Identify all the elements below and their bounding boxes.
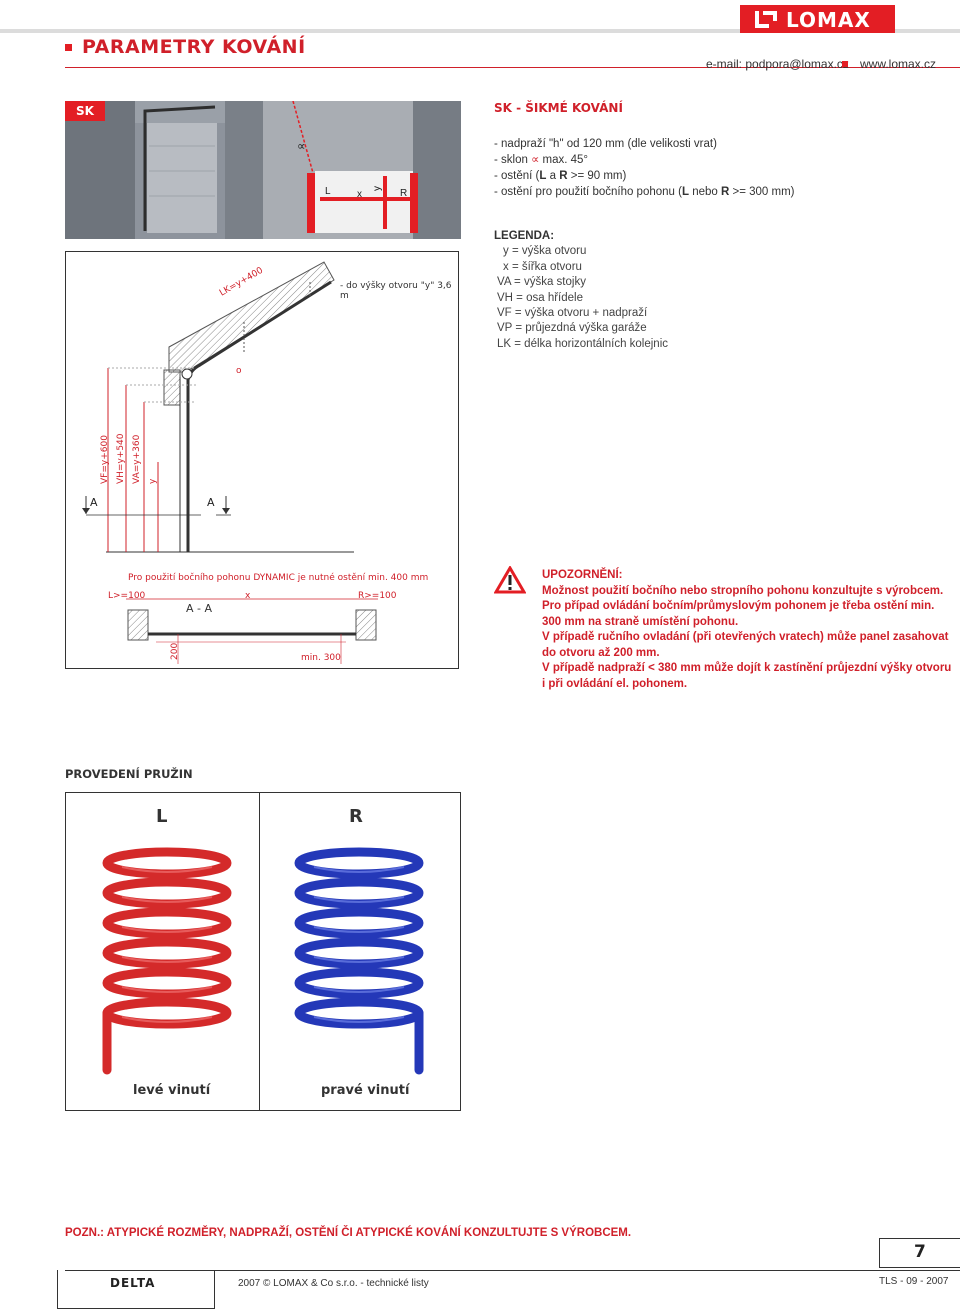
param-line: - sklon ∝ max. 45° xyxy=(494,154,589,166)
warning-line: V případě ručního ovladání (při otevřený… xyxy=(542,631,949,643)
legend-item: x = šířka otvoru xyxy=(503,260,582,273)
warning-line: do otvoru až 200 mm. xyxy=(542,646,660,659)
left-letter: L xyxy=(156,806,168,827)
left-caption: levé vinutí xyxy=(133,1083,211,1098)
legend-item: LK = délka horizontálních kolejnic xyxy=(497,337,669,350)
r-min-label: R>=100 xyxy=(358,591,397,601)
page-number: 7 xyxy=(914,1242,926,1262)
legend-item: VF = výška otvoru + nadpraží xyxy=(497,307,648,320)
legend-item: VH = osa hřídele xyxy=(497,291,583,304)
logo: LOMAX xyxy=(740,5,895,33)
copyright: 2007 © LOMAX & Co s.r.o. - technické lis… xyxy=(238,1278,429,1289)
footer-note: POZN.: ATYPICKÉ ROZMĚRY, NADPRAŽÍ, OSTĚN… xyxy=(65,1227,632,1239)
brand-name: DELTA xyxy=(110,1276,156,1290)
x-label: x xyxy=(245,591,251,601)
brand-box: DELTA xyxy=(57,1270,215,1309)
page-number-box: 7 xyxy=(879,1238,960,1268)
photo-label-r: R xyxy=(400,188,408,199)
logo-text: LOMAX xyxy=(786,8,871,32)
small-o-label: o xyxy=(236,366,242,376)
dim-200-label: 200 xyxy=(170,642,180,660)
section-badge: SK xyxy=(65,101,105,121)
vf-label: VF=y+600 xyxy=(100,435,110,484)
warning-line: i při ovládání el. pohonem. xyxy=(542,677,688,690)
warning-line: Pro případ ovládání bočním/průmyslovým p… xyxy=(542,600,935,612)
a-left-label: A xyxy=(90,496,98,509)
door-photo: SK ∝ L x y R xyxy=(65,101,461,239)
param-line: - nadpraží "h" od 120 mm (dle velikosti … xyxy=(494,138,717,150)
warning-title: UPOZORNĚNÍ: xyxy=(542,569,623,581)
section-a-a-label: A - A xyxy=(186,602,213,615)
right-caption: pravé vinutí xyxy=(321,1083,410,1098)
legend: LEGENDA: y = výška otvoru x = šířka otvo… xyxy=(494,229,668,352)
photo-label-y: y xyxy=(372,186,383,191)
warning-block: UPOZORNĚNÍ: Možnost použití bočního nebo… xyxy=(542,568,951,692)
section-title: SK - ŠIKMÉ KOVÁNÍ xyxy=(494,101,623,115)
warning-line: V případě nadpraží < 380 mm může dojít k… xyxy=(542,662,952,674)
photo-label-x: x xyxy=(357,189,362,200)
l-min-label: L>=100 xyxy=(108,591,146,601)
warning-line: Možnost použití bočního nebo stropního p… xyxy=(542,584,944,597)
dynamic-note: Pro použití bočního pohonu DYNAMIC je nu… xyxy=(128,573,429,583)
doc-code: TLS - 09 - 2007 xyxy=(879,1276,949,1287)
email[interactable]: e-mail: podpora@lomax.cz xyxy=(706,57,849,71)
springs-panel: L R levé vinutí xyxy=(65,792,461,1111)
alpha-label: ∝ xyxy=(297,139,306,153)
height-note: - do výšky otvoru "y" 3,6 m xyxy=(340,281,452,301)
logo-mark-icon xyxy=(755,11,777,28)
website[interactable]: www.lomax.cz xyxy=(860,57,937,71)
header-rule xyxy=(65,67,960,68)
legend-item: VP = průjezdná výška garáže xyxy=(497,322,647,335)
va-label: VA=y+360 xyxy=(132,434,142,484)
left-spring-icon xyxy=(102,847,232,1075)
contact-separator-icon xyxy=(842,61,848,67)
param-line: - ostění (L a R >= 90 mm) xyxy=(494,170,627,182)
right-letter: R xyxy=(349,806,363,827)
right-spring-icon xyxy=(294,847,424,1075)
warning-line: 300 mm na straně umístění pohonu. xyxy=(542,615,739,628)
warning-icon xyxy=(494,566,526,594)
photo-label-l: L xyxy=(325,186,331,197)
params-list: - nadpraží "h" od 120 mm (dle velikosti … xyxy=(494,136,914,200)
legend-title: LEGENDA: xyxy=(494,230,555,242)
y-label: y xyxy=(148,478,158,484)
legend-item: y = výška otvoru xyxy=(503,245,587,258)
header-band xyxy=(0,29,960,33)
param-line: - ostění pro použití bočního pohonu (L n… xyxy=(494,186,795,198)
legend-item: VA = výška stojky xyxy=(497,276,586,289)
springs-divider xyxy=(259,793,260,1110)
min-300-label: min. 300 xyxy=(301,653,341,663)
vh-label: VH=y+540 xyxy=(116,433,126,484)
technical-diagram: LK=y+400 - do výšky otvoru "y" 3,6 m o V… xyxy=(65,251,459,669)
title-marker xyxy=(65,44,72,51)
page-title: PARAMETRY KOVÁNÍ xyxy=(82,36,306,58)
a-right-label: A xyxy=(207,496,215,509)
footer-rule xyxy=(65,1270,960,1271)
springs-title: PROVEDENÍ PRUŽIN xyxy=(65,767,193,781)
